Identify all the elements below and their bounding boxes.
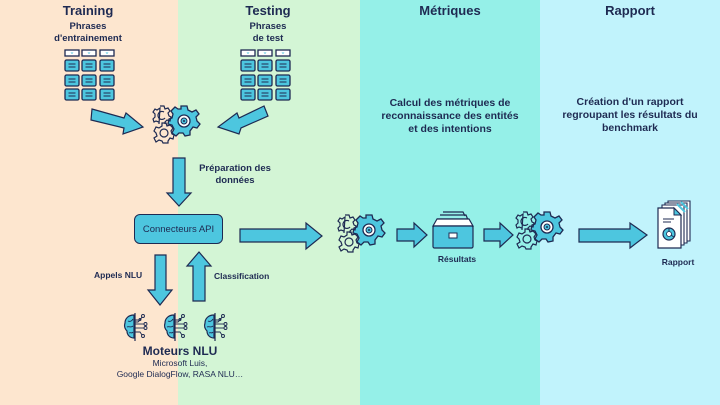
results-archive-icon <box>431 211 475 249</box>
testing-documents-icon <box>240 49 291 101</box>
arrow-results-to-gears <box>483 221 514 249</box>
metrics-desc-line: reconnaissance des entités <box>381 110 519 122</box>
nlu-engine-icon <box>124 312 148 342</box>
results-label: Résultats <box>437 254 477 264</box>
classification-label: Classification <box>214 271 270 281</box>
nlu-engines-block: Moteurs NLU Microsoft Luis, Google Dialo… <box>100 345 260 380</box>
arrow-classification <box>185 251 213 302</box>
testing-title: Testing <box>245 3 291 18</box>
report-title: Rapport <box>605 3 655 18</box>
nlu-engines-title: Moteurs NLU <box>142 344 218 358</box>
preparation-line: Préparation des <box>199 163 271 174</box>
training-subtitle-line: Phrases <box>69 21 107 32</box>
arrow-gears-to-results <box>396 221 428 249</box>
processing-gears-icon <box>152 105 201 144</box>
nlu-engine-icon <box>204 312 228 342</box>
column-metrics <box>360 0 540 405</box>
testing-subtitle-line: Phrases <box>249 21 287 32</box>
training-documents-icon <box>64 49 115 101</box>
training-subtitle-line: d'entrainement <box>54 33 122 44</box>
report-desc-line: benchmark <box>601 122 659 134</box>
training-title: Training <box>62 3 114 18</box>
metrics-gears-icon <box>337 214 386 253</box>
report-document-icon <box>657 200 691 249</box>
metrics-description: Calcul des métriques de reconnaissance d… <box>365 97 535 136</box>
arrow-gears-to-report <box>578 221 649 250</box>
nlu-calls-label: Appels NLU <box>94 270 143 280</box>
arrow-training-to-processing <box>90 108 145 135</box>
report-label: Rapport <box>661 257 695 267</box>
metrics-title: Métriques <box>419 3 481 18</box>
api-connector-label: Connecteurs API <box>142 223 215 235</box>
api-connector-box: Connecteurs API <box>134 214 223 244</box>
training-subtitle: Phrases d'entrainement <box>28 21 148 45</box>
arrow-nlu-calls <box>146 254 174 306</box>
testing-subtitle: Phrases de test <box>208 21 328 45</box>
arrow-api-to-metrics <box>239 221 323 251</box>
preparation-line: données <box>215 175 255 186</box>
testing-subtitle-line: de test <box>252 33 284 44</box>
report-desc-line: regroupant les résultats du <box>562 109 698 121</box>
report-description: Création d'un rapport regroupant les rés… <box>545 96 715 135</box>
report-desc-line: Création d'un rapport <box>576 96 684 108</box>
nlu-engine-icon <box>164 312 188 342</box>
nlu-engines-line: Google DialogFlow, RASA NLU… <box>116 369 244 379</box>
nlu-engines-line: Microsoft Luis, <box>152 358 208 368</box>
metrics-desc-line: et des intentions <box>408 123 492 135</box>
arrow-preparation <box>165 157 193 207</box>
preparation-label: Préparation des données <box>190 163 280 187</box>
arrow-testing-to-processing <box>216 105 269 135</box>
report-gears-icon <box>515 211 564 250</box>
metrics-desc-line: Calcul des métriques de <box>389 97 511 109</box>
